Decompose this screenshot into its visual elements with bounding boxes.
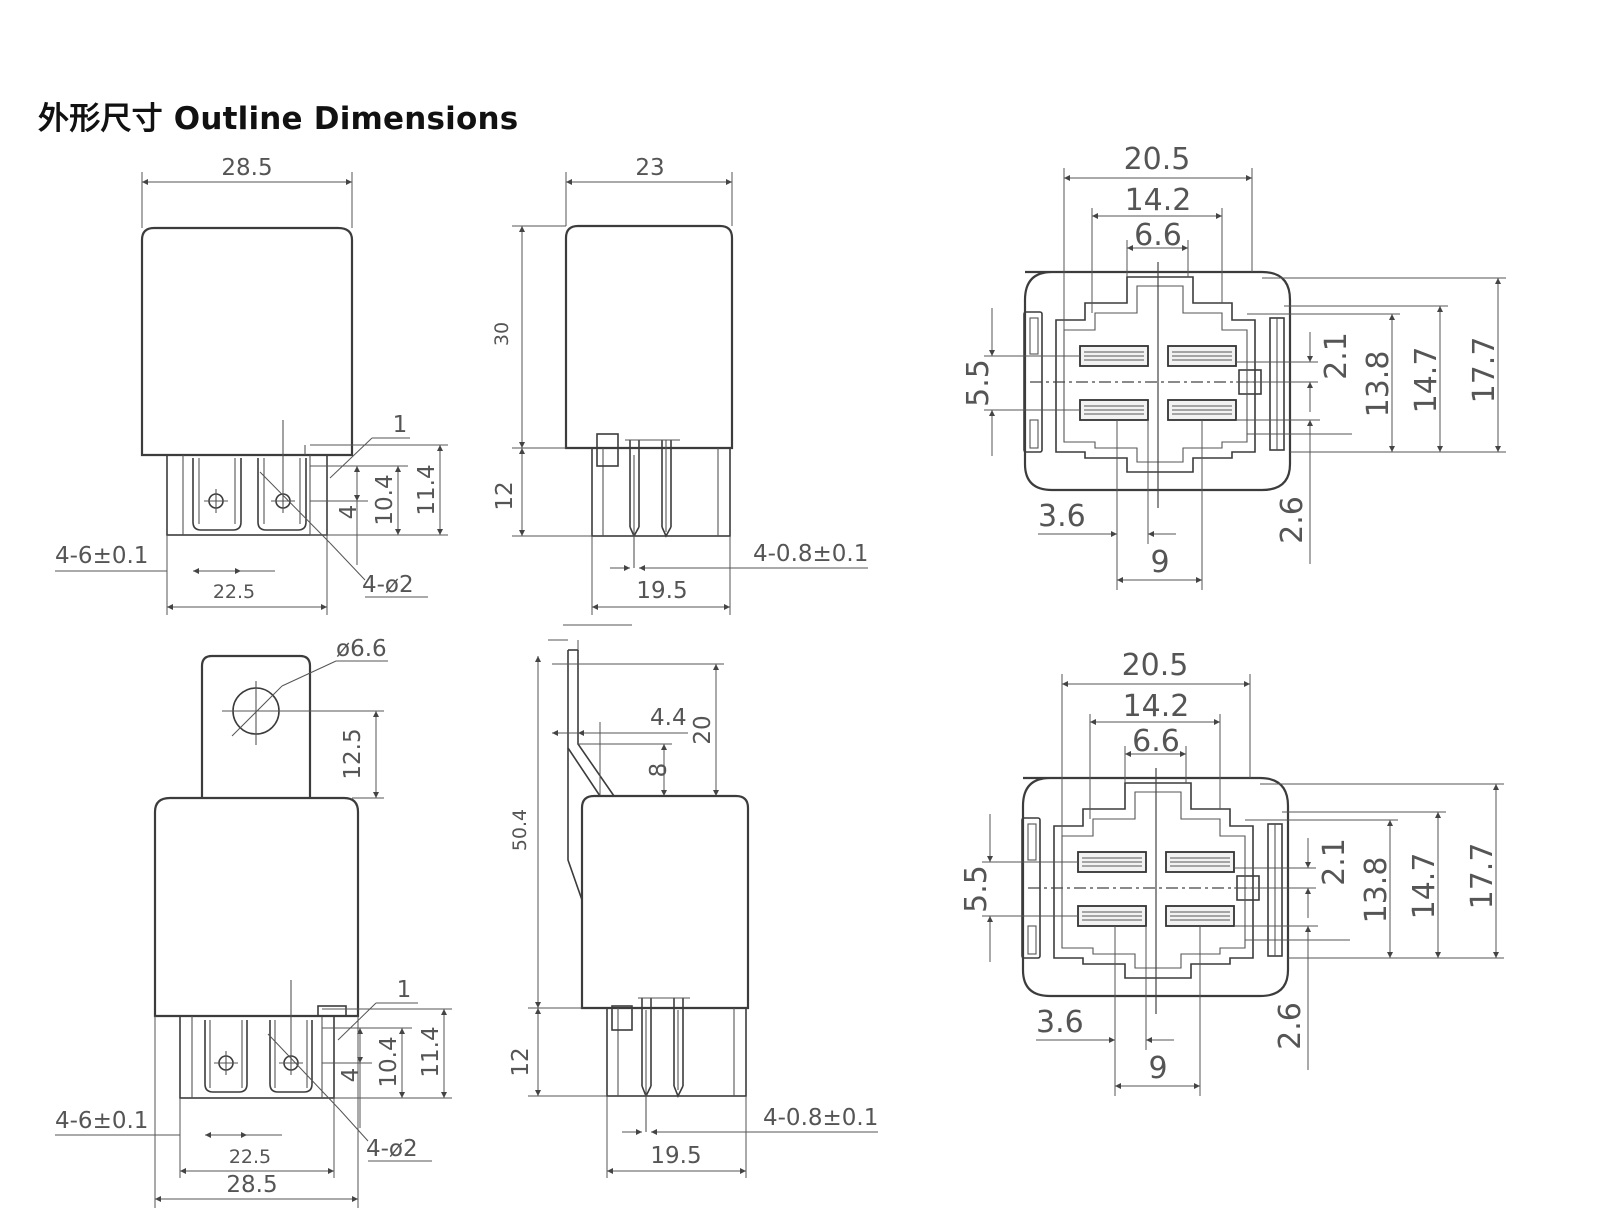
pin-ref-label: 1 [397, 977, 412, 1003]
dim-h-mid: 10.4 [372, 474, 398, 525]
side-view-top: 23 30 12 4-0.8±0.1 19.5 [491, 155, 868, 615]
dim-b-mid: 9 [1148, 1051, 1167, 1086]
dim-pin-thk: 4-0.8±0.1 [763, 1105, 878, 1131]
dim-hole: 4-ø2 [362, 572, 414, 598]
dim-h1: 2.1 [1317, 838, 1352, 886]
dim-pin-spacing: 22.5 [229, 1146, 271, 1168]
dim-w-inner: 6.6 [1134, 218, 1182, 253]
dim-pin-len: 12 [508, 1047, 534, 1076]
dim-bracket-top: 20 [690, 715, 716, 744]
dim-h-large: 11.4 [414, 464, 440, 515]
page-title: 外形尺寸 Outline Dimensions [38, 101, 519, 137]
dim-h-small: 4 [336, 505, 362, 520]
dim-h-left: 5.5 [961, 359, 996, 407]
side-view-bottom: 4.4 8 20 50.4 12 4-0.8±0.1 19.5 [508, 624, 878, 1178]
dim-bend: 8 [646, 763, 672, 778]
dim-h-small: 4 [338, 1068, 364, 1083]
dim-h-large: 11.4 [418, 1026, 444, 1077]
dim-total-h: 50.4 [509, 809, 531, 851]
dim-pin-spacing: 22.5 [213, 581, 255, 603]
dim-offset: 4.4 [650, 705, 687, 731]
dim-pin-thk: 4-0.8±0.1 [753, 541, 868, 567]
dim-w-mid: 14.2 [1123, 689, 1190, 724]
dim-h3: 14.7 [1407, 853, 1442, 920]
front-view-top: 28.5 1 4 10.4 11.4 4-ø2 4-6±0.1 22.5 [55, 155, 448, 615]
dim-width: 28.5 [221, 155, 272, 181]
bottom-view-bottom: 20.5 14.2 6.6 5.5 2.1 13.8 14.7 17.7 [959, 648, 1504, 1096]
dim-pin-len: 12 [492, 481, 518, 510]
dim-h4: 17.7 [1465, 843, 1500, 910]
dim-width: 28.5 [226, 1172, 277, 1198]
pin-ref-label: 1 [393, 412, 408, 438]
dim-h2: 13.8 [1361, 351, 1396, 418]
dim-h1: 2.1 [1319, 332, 1354, 380]
dim-h4: 17.7 [1467, 337, 1502, 404]
dim-b-left: 3.6 [1038, 499, 1086, 534]
dim-b-right: 2.6 [1273, 1002, 1308, 1050]
dim-pin-span: 19.5 [636, 578, 687, 604]
dim-h2: 13.8 [1359, 857, 1394, 924]
front-view-bottom: ø6.6 12.5 1 4 10.4 11.4 [55, 636, 452, 1208]
dim-w-outer: 20.5 [1124, 142, 1191, 177]
dim-b-left: 3.6 [1036, 1005, 1084, 1040]
dim-height: 30 [491, 322, 513, 346]
dim-h3: 14.7 [1409, 347, 1444, 414]
dim-h-left: 5.5 [959, 865, 994, 913]
dim-w-mid: 14.2 [1125, 183, 1192, 218]
dim-pin-span: 19.5 [650, 1143, 701, 1169]
dim-b-right: 2.6 [1275, 496, 1310, 544]
dim-b-mid: 9 [1150, 545, 1169, 580]
dim-bracket-h: 12.5 [340, 728, 366, 779]
bottom-view-top: 20.5 14.2 6.6 5.5 2.1 13.8 14.7 17.7 [961, 142, 1506, 590]
dim-w-outer: 20.5 [1122, 648, 1189, 683]
dim-hole-dia: ø6.6 [336, 636, 387, 662]
dim-width: 23 [635, 155, 664, 181]
dim-w-inner: 6.6 [1132, 724, 1180, 759]
dim-hole: 4-ø2 [366, 1136, 418, 1162]
dim-pin-width: 4-6±0.1 [55, 1108, 148, 1134]
dim-h-mid: 10.4 [376, 1036, 402, 1087]
dim-pin-width: 4-6±0.1 [55, 543, 148, 569]
